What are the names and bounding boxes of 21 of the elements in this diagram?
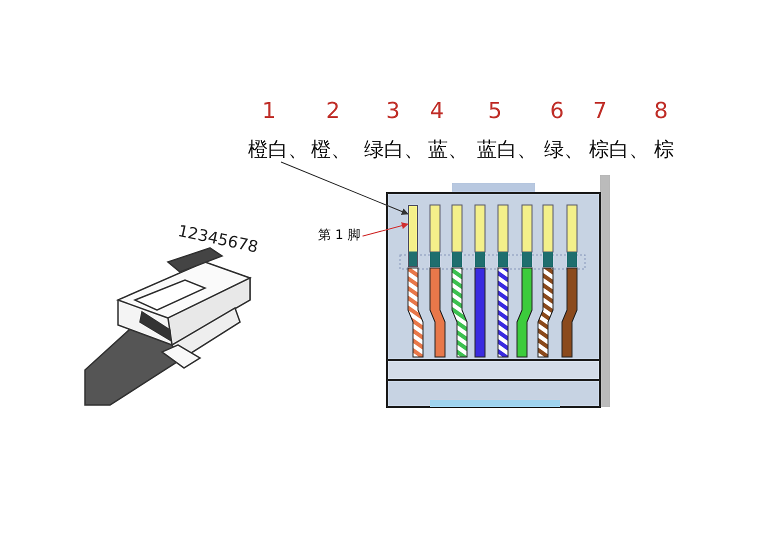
- wire-color-label: 橙、: [311, 138, 351, 160]
- pin-number: 1: [262, 100, 276, 124]
- pin-number: 2: [326, 100, 340, 124]
- wire-color-label: 橙白、: [248, 138, 308, 160]
- pin-number: 7: [593, 100, 607, 124]
- pin-number: 3: [386, 100, 400, 124]
- pin-order-label: 12345678: [176, 222, 260, 256]
- wire-color-label: 蓝、: [428, 138, 468, 160]
- wire-color-label: 棕: [654, 138, 674, 160]
- pin-number: 8: [654, 100, 668, 124]
- leader-line: [280, 162, 409, 215]
- pin-contact: [408, 205, 418, 267]
- wire-color-label: 绿白、: [364, 138, 424, 160]
- pin-label: 第 1 脚: [318, 229, 361, 244]
- leader-line: [362, 222, 409, 237]
- wire-color-label: 棕白、: [589, 138, 649, 160]
- pin-number: 6: [550, 100, 564, 124]
- pin-number: 4: [430, 100, 444, 124]
- pin-number: 5: [488, 100, 502, 124]
- wire-color-label: 蓝白、: [477, 138, 537, 160]
- wire-color-label: 绿、: [544, 138, 584, 160]
